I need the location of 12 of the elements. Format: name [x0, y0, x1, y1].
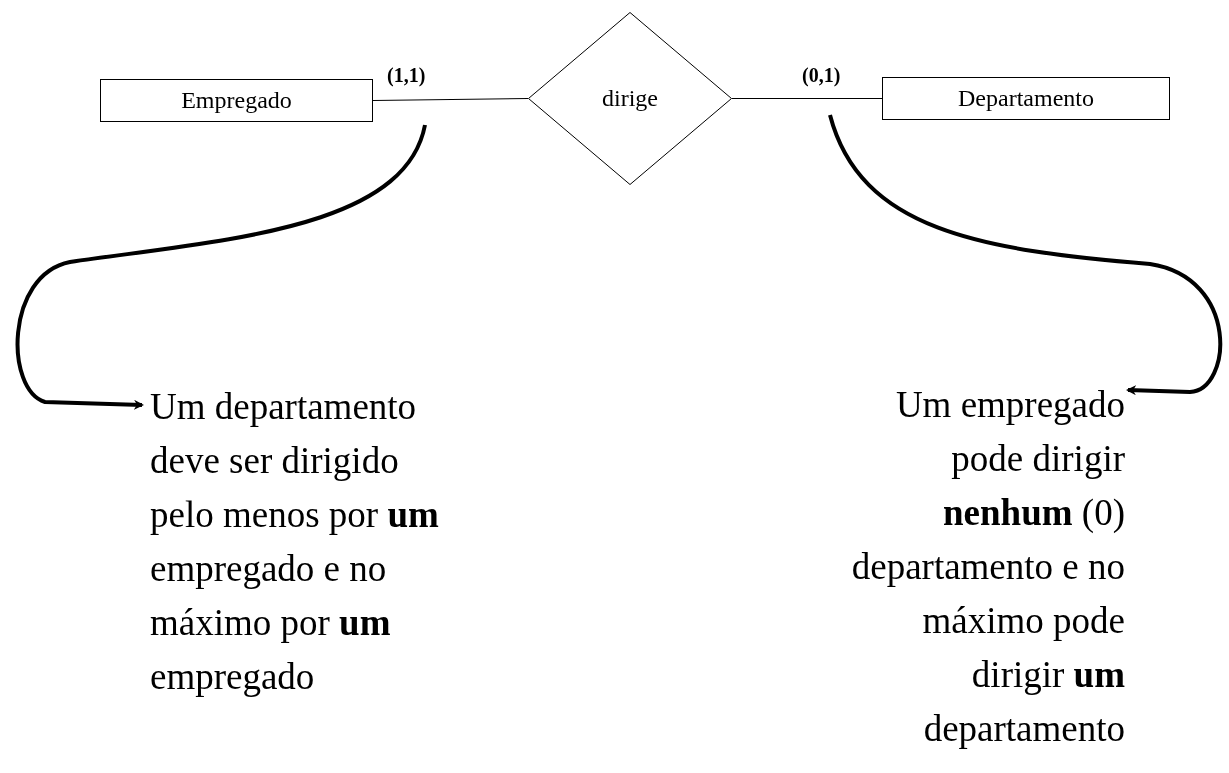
entity-name: Departamento: [958, 85, 1094, 112]
curved-arrow: [15, 124, 427, 410]
connector-line: [372, 97, 529, 102]
curved-arrow: [828, 114, 1223, 396]
entity-name: Empregado: [181, 87, 292, 114]
relationship-name: dirige: [602, 85, 658, 112]
connector-line: [731, 97, 883, 100]
entity-box: [882, 77, 1170, 120]
relationship-diamond: [528, 12, 732, 185]
entity-box: [100, 79, 373, 122]
explanation-text: Um empregado pode dirigir nenhum (0) departamento e no máximo pode dirigir um departamento: [850, 383, 1125, 751]
explanation-text: Um departamento deve ser dirigido pelo menos por um empregado e no máximo por um empregado: [150, 385, 440, 699]
